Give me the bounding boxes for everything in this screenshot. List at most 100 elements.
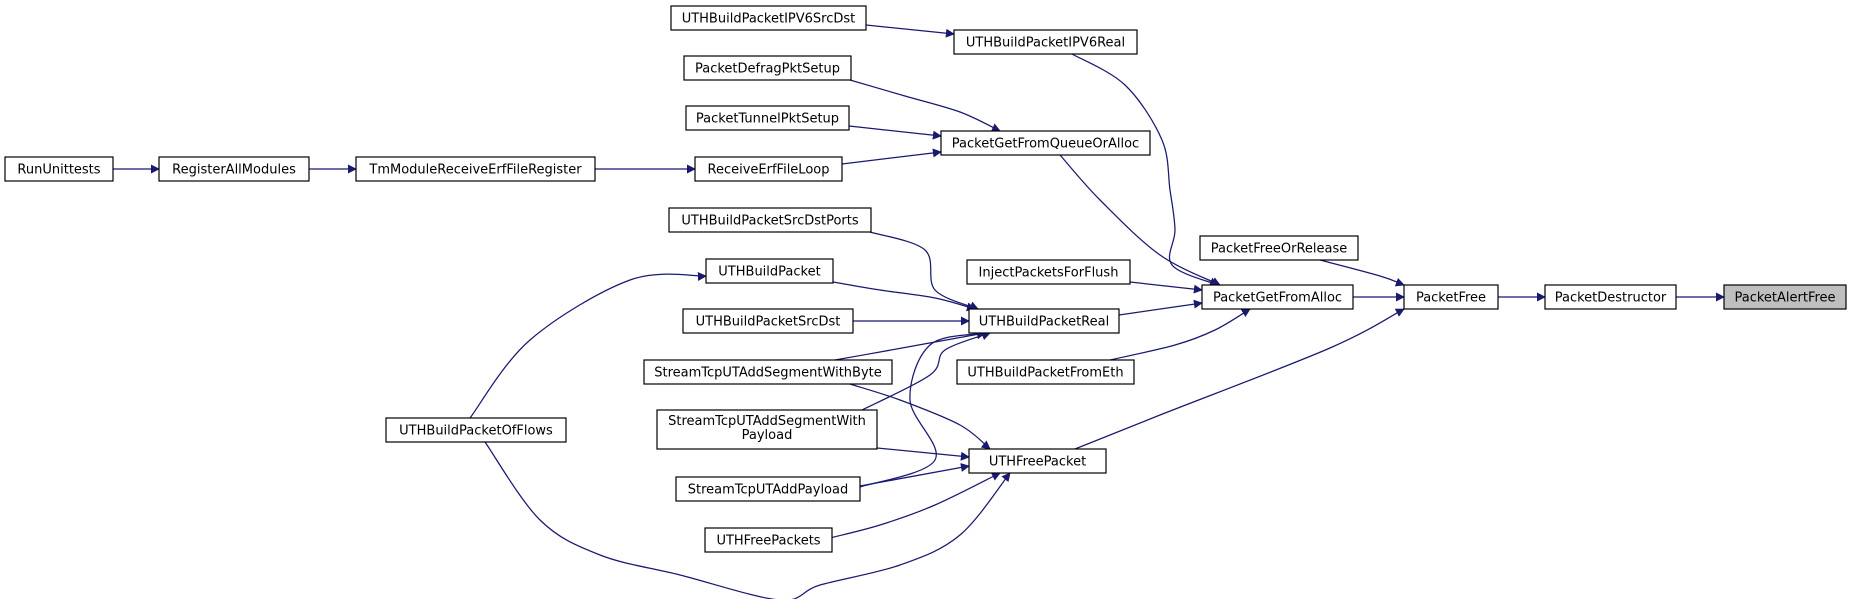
node-defrag-setup[interactable]: PacketDefragPktSetup <box>683 55 852 81</box>
node-label: ReceiveErfFileLoop <box>708 163 830 178</box>
node-add-payload[interactable]: StreamTcpUTAddPayload <box>675 476 861 502</box>
node-box <box>1201 284 1354 310</box>
node-run-unittests[interactable]: RunUnittests <box>4 156 114 182</box>
node-box <box>1199 235 1359 261</box>
node-inject-flush[interactable]: InjectPacketsForFlush <box>966 259 1131 285</box>
node-ipv6-srcdst[interactable]: UTHBuildPacketIPV6SrcDst <box>670 5 867 31</box>
node-box <box>656 409 878 450</box>
edge-uth-free-packet-to-free <box>1074 308 1405 450</box>
node-ipv6-real[interactable]: UTHBuildPacketIPV6Real <box>953 29 1138 55</box>
node-box <box>4 156 114 182</box>
node-free-packets[interactable]: UTHFreePackets <box>704 527 833 553</box>
edge-from-eth-to-get-from-alloc <box>1109 308 1251 361</box>
node-label: UTHFreePacket <box>989 455 1086 470</box>
node-uth-free-packet[interactable]: UTHFreePacket <box>968 448 1107 474</box>
node-label: StreamTcpUTAddSegmentWithByte <box>654 366 882 381</box>
edge-get-from-queue-to-get-from-alloc <box>1059 154 1221 286</box>
node-box <box>966 259 1131 285</box>
node-label: PacketTunnelPktSetup <box>696 112 839 127</box>
node-label: PacketDestructor <box>1555 291 1667 306</box>
edge-defrag-setup-to-get-from-queue <box>849 79 1001 132</box>
node-box <box>705 258 834 284</box>
edge-inject-flush-to-get-from-alloc <box>1129 281 1203 294</box>
edge-ipv6-real-to-get-from-alloc <box>1071 53 1219 286</box>
node-box <box>682 308 854 334</box>
node-label: UTHBuildPacketReal <box>979 315 1109 330</box>
node-label: InjectPacketsForFlush <box>979 266 1119 281</box>
node-build-of-flows[interactable]: UTHBuildPacketOfFlows <box>385 417 567 443</box>
node-box <box>675 476 861 502</box>
node-box <box>953 29 1138 55</box>
node-label: UTHBuildPacketOfFlows <box>399 424 553 439</box>
edge-build-real-to-get-from-alloc <box>1118 299 1203 316</box>
node-box <box>355 156 596 182</box>
node-box <box>643 359 893 385</box>
node-label: PacketFree <box>1416 291 1486 306</box>
node-box <box>968 448 1107 474</box>
node-build-srcdst[interactable]: UTHBuildPacketSrcDst <box>682 308 854 334</box>
node-label: PacketAlertFree <box>1734 291 1835 306</box>
node-label: UTHBuildPacketIPV6Real <box>966 36 1125 51</box>
node-box <box>704 527 833 553</box>
edge-add-seg-byte-to-build-real <box>834 330 986 361</box>
node-build-real[interactable]: UTHBuildPacketReal <box>968 308 1120 334</box>
node-label: PacketFreeOrRelease <box>1211 242 1348 257</box>
nodes-layer: PacketAlertFree PacketDestructor PacketFre… <box>4 5 1847 553</box>
node-box <box>670 5 867 31</box>
node-register-all[interactable]: RegisterAllModules <box>158 156 310 182</box>
node-label: PacketGetFromQueueOrAlloc <box>952 137 1139 152</box>
node-label: RunUnittests <box>17 163 100 178</box>
node-label: UTHBuildPacketIPV6SrcDst <box>682 12 856 27</box>
edge-add-payload-to-uth-free-packet <box>859 463 970 487</box>
edge-add-seg-payload-to-build-real <box>861 331 991 411</box>
edge-build-of-flows-to-build-packet <box>469 271 707 419</box>
node-tunnel-setup[interactable]: PacketTunnelPktSetup <box>685 105 850 131</box>
edge-free-or-release-to-free <box>1319 259 1405 287</box>
node-box <box>956 359 1135 385</box>
node-alert-free: PacketAlertFree <box>1723 284 1847 310</box>
node-box <box>158 156 310 182</box>
node-free[interactable]: PacketFree <box>1403 284 1499 310</box>
edge-add-seg-payload-to-uth-free-packet <box>876 447 970 461</box>
node-label: RegisterAllModules <box>172 163 296 178</box>
node-label: StreamTcpUTAddPayload <box>688 483 848 498</box>
node-box <box>1723 284 1847 310</box>
node-box <box>685 105 850 131</box>
edge-receive-erf-to-get-from-queue <box>841 148 942 165</box>
node-label: UTHBuildPacket <box>718 265 820 280</box>
edge-ipv6-srcdst-to-ipv6-real <box>865 24 955 38</box>
node-add-seg-byte[interactable]: StreamTcpUTAddSegmentWithByte <box>643 359 893 385</box>
node-get-from-queue[interactable]: PacketGetFromQueueOrAlloc <box>940 130 1151 156</box>
node-build-packet[interactable]: UTHBuildPacket <box>705 258 834 284</box>
node-free-or-release[interactable]: PacketFreeOrRelease <box>1199 235 1359 261</box>
edge-build-packet-to-build-real <box>832 281 976 312</box>
edge-add-payload-to-build-real <box>859 330 986 488</box>
node-label: UTHBuildPacketFromEth <box>967 366 1123 381</box>
node-label: UTHBuildPacketSrcDstPorts <box>681 214 859 229</box>
node-from-eth[interactable]: UTHBuildPacketFromEth <box>956 359 1135 385</box>
node-box <box>385 417 567 443</box>
node-tm-module-erf[interactable]: TmModuleReceiveErfFileRegister <box>355 156 596 182</box>
node-box <box>694 156 843 182</box>
node-destructor[interactable]: PacketDestructor <box>1544 284 1677 310</box>
node-label: PacketGetFromAlloc <box>1213 291 1342 306</box>
node-box <box>940 130 1151 156</box>
node-box <box>668 207 872 233</box>
node-get-from-alloc[interactable]: PacketGetFromAlloc <box>1201 284 1354 310</box>
node-label: UTHBuildPacketSrcDst <box>696 315 841 330</box>
edges-layer <box>113 24 1725 599</box>
node-label: TmModuleReceiveErfFileRegister <box>368 163 582 178</box>
node-label-line: Payload <box>742 428 793 443</box>
node-box <box>683 55 852 81</box>
node-box <box>1544 284 1677 310</box>
edge-build-of-flows-to-uth-free-packet <box>484 441 1011 599</box>
edge-add-seg-byte-to-uth-free-packet <box>849 383 991 450</box>
edge-tunnel-setup-to-get-from-queue <box>848 125 942 140</box>
node-build-srcdstports[interactable]: UTHBuildPacketSrcDstPorts <box>668 207 872 233</box>
edge-free-packets-to-uth-free-packet <box>829 472 1001 539</box>
node-label: UTHFreePackets <box>716 534 820 549</box>
node-receive-erf[interactable]: ReceiveErfFileLoop <box>694 156 843 182</box>
